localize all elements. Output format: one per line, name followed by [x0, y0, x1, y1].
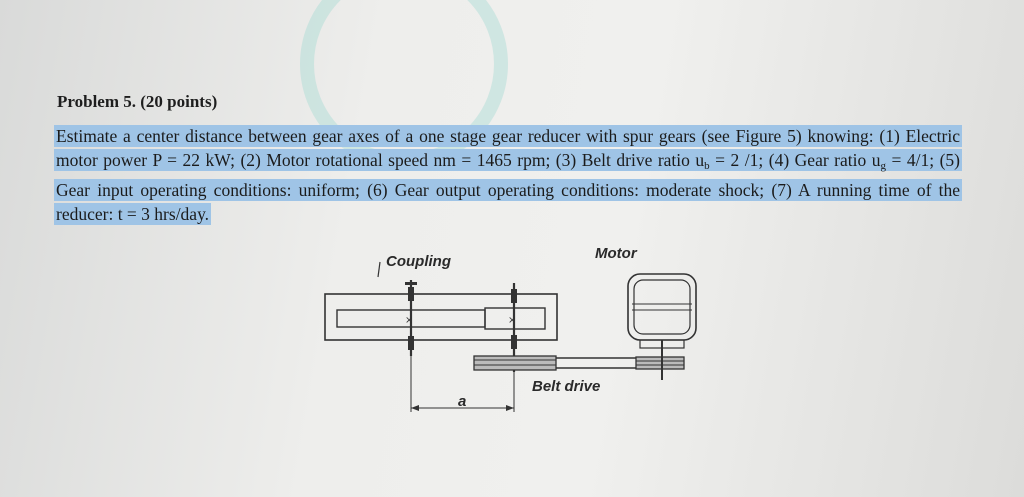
coupling-flange	[405, 282, 417, 285]
problem-statement: Estimate a center distance between gear …	[54, 124, 963, 226]
ug-subscript: g	[880, 160, 887, 172]
ub-symbol: u	[695, 150, 705, 170]
ub-subscript: b	[704, 160, 710, 172]
text-line-3-part-b: = 2 /1; (4) Gear ratio u	[709, 150, 881, 170]
output-bearing-bottom	[408, 336, 414, 350]
distance-label: a	[458, 393, 466, 410]
coupling-label: Coupling	[386, 253, 451, 270]
text-line-4: conditions: moderate shock; (7) A runnin…	[56, 180, 961, 224]
gearbox-housing	[324, 293, 558, 341]
belt-drive-label: Belt drive	[532, 378, 600, 395]
text-line-1: Estimate a center distance between gear …	[56, 126, 802, 146]
drive-pulley	[635, 356, 685, 370]
output-bearing-top	[408, 287, 414, 301]
driven-pulley	[473, 355, 557, 371]
coupling-leader	[377, 261, 381, 278]
motor-label: Motor	[595, 245, 638, 262]
input-bearing-top	[511, 289, 517, 303]
input-cross-mark: ×	[508, 315, 516, 326]
input-bearing-bottom	[511, 335, 517, 349]
text-line-2: knowing: (1) Electric motor power P = 22…	[56, 126, 960, 170]
output-cross-mark: ×	[405, 315, 413, 326]
motor-body	[627, 273, 697, 341]
problem-title: Problem 5. (20 points)	[57, 92, 218, 111]
text-line-3-part-c: = 4/1; (5) Gear input operating conditio…	[56, 150, 960, 200]
